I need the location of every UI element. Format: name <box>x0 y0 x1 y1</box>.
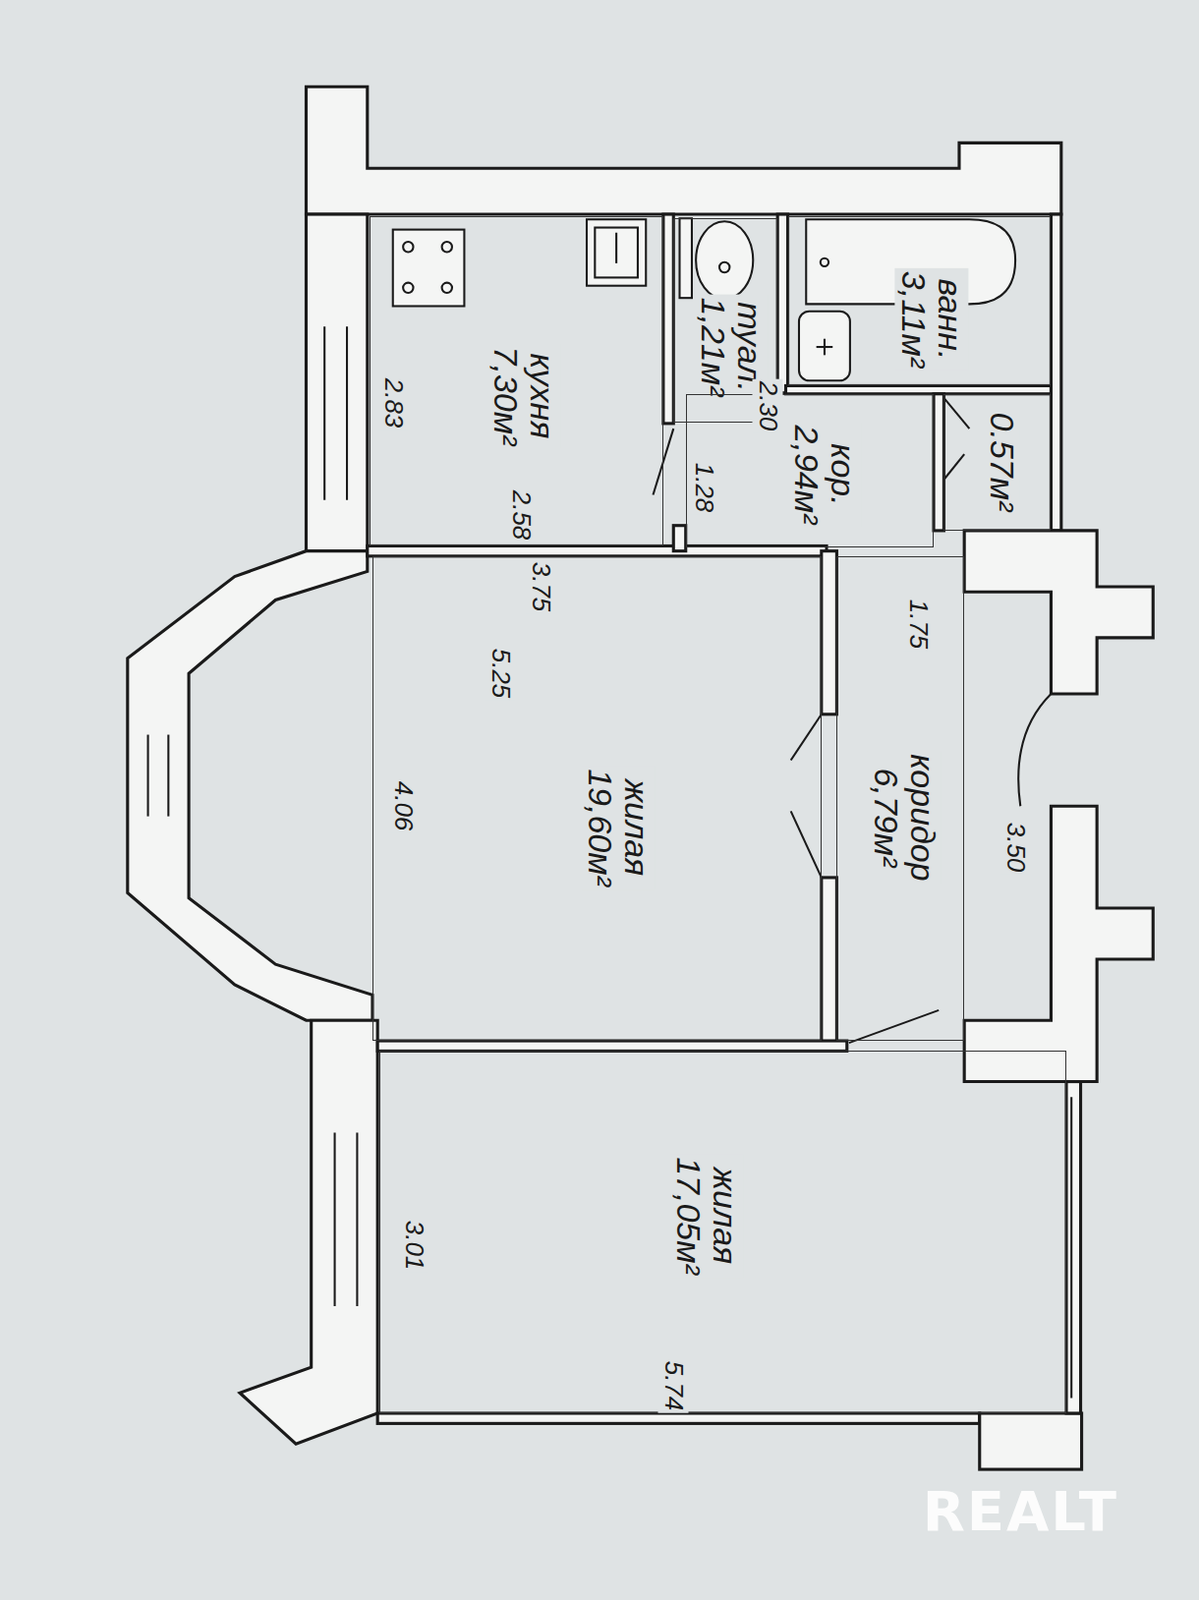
wall <box>821 551 838 715</box>
room-area: 3,11м² <box>895 271 932 368</box>
room-area: 17,05м² <box>670 1156 707 1275</box>
tap <box>615 232 618 264</box>
room-label: ванн.3,11м² <box>895 268 970 371</box>
wall <box>377 1040 848 1051</box>
room: кор.2,94м² <box>685 394 934 548</box>
room-name: жилая <box>706 1166 743 1264</box>
room-area: 19,60м² <box>581 768 619 887</box>
dimension: 3.50 <box>1000 819 1031 874</box>
window <box>147 735 150 817</box>
window <box>334 1132 337 1307</box>
wall <box>239 1020 378 1444</box>
room-label: коридор6,79м² <box>866 750 941 884</box>
room-label: кор.2,94м² <box>788 421 862 527</box>
room-area: 1,21м² <box>694 297 732 398</box>
toilet-bowl <box>695 221 753 299</box>
wall <box>964 805 1153 1082</box>
dimension: 4.06 <box>388 779 419 834</box>
wall <box>979 1413 1083 1470</box>
wall <box>785 385 1051 394</box>
room-label: кухня7,30м² <box>486 342 561 449</box>
room: жилая17,05м² <box>379 1050 1067 1414</box>
room-name: коридор <box>904 753 941 881</box>
wall <box>305 214 367 552</box>
room: жилая19,60м² <box>372 556 822 1041</box>
room-label: 0.57м² <box>982 409 1020 515</box>
toilet-tank <box>680 218 692 298</box>
wall <box>777 214 788 394</box>
room-label: жилая17,05м² <box>670 1153 744 1278</box>
wall <box>821 877 838 1046</box>
tap <box>823 339 826 356</box>
sink-bowl <box>594 228 638 279</box>
burner <box>442 241 453 252</box>
room: коридор6,79м² <box>836 556 965 1041</box>
dimension: 1.28 <box>688 460 720 515</box>
room-name: 0.57м² <box>982 412 1020 513</box>
room-name: ванн. <box>931 279 969 361</box>
sink <box>586 219 646 286</box>
room-name: кор. <box>824 443 861 506</box>
window <box>1070 1096 1073 1398</box>
room: 0.57м² <box>943 394 1051 531</box>
dimension: 3.01 <box>398 1217 429 1272</box>
room-name: кухня <box>523 352 561 439</box>
burner <box>402 241 413 252</box>
wall <box>933 394 944 531</box>
wall <box>663 214 674 424</box>
dimension: 2.83 <box>377 376 408 431</box>
dimension: 5.74 <box>658 1359 689 1414</box>
entry-door <box>1018 693 1051 806</box>
wall <box>305 86 1061 215</box>
dimension: 3.75 <box>525 560 557 615</box>
toilet-drain <box>719 262 730 273</box>
door <box>943 454 965 480</box>
room-name: жилая <box>618 779 655 877</box>
wall <box>377 1413 980 1424</box>
bath-drain <box>820 258 829 267</box>
window <box>167 735 170 817</box>
wall <box>964 530 1153 694</box>
wall <box>1066 1082 1082 1414</box>
door <box>849 1010 939 1043</box>
window <box>355 1132 358 1307</box>
burner <box>402 283 413 293</box>
window <box>345 326 348 501</box>
dimension: 1.75 <box>903 597 934 652</box>
wall <box>1050 214 1061 531</box>
burner <box>442 283 453 293</box>
door <box>653 428 675 495</box>
dimension: 2.58 <box>505 488 536 543</box>
window <box>323 326 326 501</box>
wall <box>127 551 373 1022</box>
stove <box>393 229 465 307</box>
wall <box>367 545 827 556</box>
door <box>943 398 970 429</box>
washbasin <box>799 311 851 382</box>
door <box>791 810 822 877</box>
dimension: 2.30 <box>751 379 783 434</box>
wall <box>673 525 686 552</box>
watermark: REALT <box>922 1478 1119 1542</box>
room: ванн.3,11м² <box>788 216 1052 386</box>
room-area: 6,79м² <box>866 767 904 867</box>
room-area: 7,30м² <box>486 345 523 446</box>
room-area: 2,94м² <box>788 424 825 524</box>
door <box>791 714 822 761</box>
dimension: 5.25 <box>484 646 515 701</box>
room-label: жилая19,60м² <box>581 765 656 890</box>
